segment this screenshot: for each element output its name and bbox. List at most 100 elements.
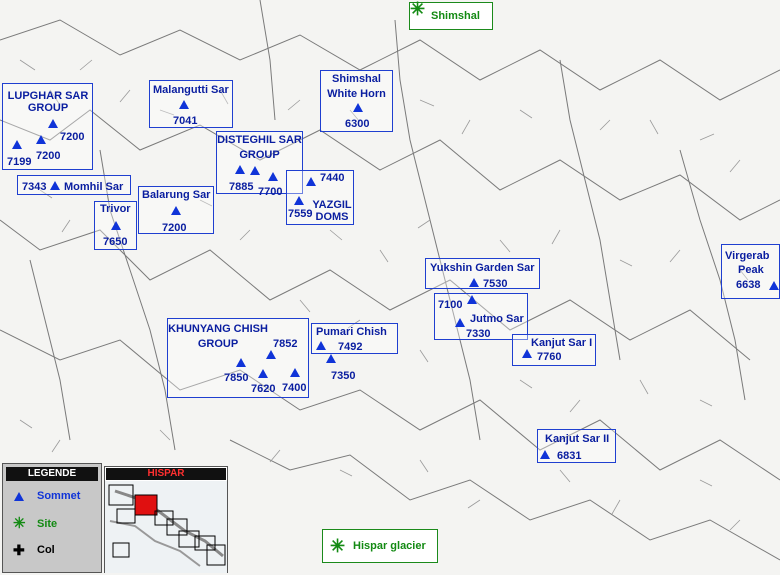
yazgil-name-line1: YAZGIL (312, 199, 352, 211)
lupghar-group-box[interactable] (2, 83, 93, 170)
yazgil-name-line2: DOMS (315, 211, 349, 223)
legend-item-col: Col (37, 544, 55, 556)
summit-triangle-icon (111, 221, 121, 230)
lupghar-alt2: 7199 (7, 156, 32, 168)
summit-triangle-icon (48, 119, 58, 128)
momhil-name: Momhil Sar (64, 181, 124, 193)
malangutti-name: Malangutti Sar (153, 84, 229, 96)
virgerab-name-line2: Peak (738, 264, 764, 276)
trivor-alt: 7650 (103, 236, 128, 248)
disteghil-name-line2: GROUP (239, 149, 280, 161)
disteghil-alt1: 7885 (229, 181, 254, 193)
summit-triangle-icon (316, 341, 326, 350)
khunyang-alt3: 7620 (251, 383, 276, 395)
inset-title: HISPAR (106, 468, 226, 480)
momhil-alt: 7343 (22, 181, 47, 193)
legend-item-summit: Sommet (37, 490, 81, 502)
virgerab-name-line1: Virgerab (725, 250, 770, 262)
yazgil-name: YAZGIL DOMS (312, 199, 352, 223)
legend-panel: LEGENDE Sommet ✳ Site ✚ Col (2, 463, 102, 573)
kanjut2-alt: 6831 (557, 450, 582, 462)
summit-triangle-icon (469, 278, 479, 287)
summit-triangle-icon (171, 206, 181, 215)
malangutti-alt: 7041 (173, 115, 198, 127)
legend-item-site: Site (37, 518, 58, 530)
kanjut2-name: Kanjut Sar II (545, 433, 610, 445)
summit-triangle-icon (306, 177, 316, 186)
site-shimshal-box[interactable] (409, 2, 493, 30)
jutmo-alt1: 7100 (438, 299, 463, 311)
disteghil-name-line1: DISTEGHIL SAR (217, 134, 302, 146)
khunyang-alt2: 7850 (224, 372, 249, 384)
disteghil-group-name: DISTEGHIL SAR GROUP (217, 134, 302, 161)
momhil-box[interactable] (17, 175, 131, 195)
summit-triangle-icon (353, 103, 363, 112)
jutmo-name: Jutmo Sar (470, 313, 524, 325)
site-hispar-glacier-box[interactable] (322, 529, 438, 563)
jutmo-alt2: 7330 (466, 328, 491, 340)
summit-triangle-icon (250, 166, 260, 175)
kanjut2-box[interactable] (537, 429, 616, 463)
yazgil-alt2: 7559 (288, 208, 313, 220)
cross-icon: ✚ (13, 542, 25, 558)
swh-name-line2: White Horn (327, 88, 386, 100)
summit-triangle-icon (235, 165, 245, 174)
summit-triangle-icon (467, 295, 477, 304)
summit-triangle-icon (294, 196, 304, 205)
jutmo-box[interactable] (434, 293, 528, 340)
lupghar-alt1: 7200 (60, 131, 85, 143)
trivor-name: Trivor (100, 203, 131, 215)
swh-name-line1: Shimshal (332, 73, 381, 85)
summit-triangle-icon (258, 369, 268, 378)
khunyang-alt4: 7400 (282, 382, 307, 394)
balarung-name: Balarung Sar (142, 189, 211, 201)
summit-triangle-icon (36, 135, 46, 144)
pumari-name: Pumari Chish (316, 326, 387, 338)
asterisk-icon: ✳ (13, 515, 26, 532)
shimshal-white-horn-box[interactable] (320, 70, 393, 132)
summit-triangle-icon (12, 140, 22, 149)
yazgil-alt1: 7440 (320, 172, 345, 184)
summit-triangle-icon (266, 350, 276, 359)
yukshin-alt: 7530 (483, 278, 508, 290)
balarung-alt: 7200 (162, 222, 187, 234)
lupghar-name-line2: GROUP (27, 102, 69, 114)
disteghil-group-box[interactable] (216, 131, 303, 194)
shimshal-white-horn-name: Shimshal White Horn (321, 73, 392, 100)
khunyang-name-line2: GROUP (197, 338, 239, 350)
summit-triangle-icon (522, 349, 532, 358)
khunyang-group-name: KHUNYANG CHISH GROUP (168, 323, 268, 350)
pumari-alt2: 7350 (331, 370, 356, 382)
triangle-icon (14, 492, 24, 501)
malangutti-box[interactable] (149, 80, 233, 128)
summit-triangle-icon (540, 450, 550, 459)
yukshin-name: Yukshin Garden Sar (430, 262, 535, 274)
pumari-alt1: 7492 (338, 341, 363, 353)
summit-triangle-icon (455, 318, 465, 327)
site-asterisk-icon: ✳ (410, 0, 426, 19)
summit-triangle-icon (769, 281, 779, 290)
summit-triangle-icon (236, 358, 246, 367)
inset-map: HISPAR (104, 466, 228, 573)
virgerab-alt: 6638 (736, 279, 761, 291)
khunyang-name-line1: KHUNYANG CHISH (168, 323, 268, 335)
lupghar-group-name: LUPGHAR SAR GROUP (4, 90, 92, 114)
summit-triangle-icon (290, 368, 300, 377)
inset-map-graphic (105, 481, 227, 573)
site-shimshal-label: Shimshal (431, 10, 480, 22)
lupghar-alt3: 7200 (36, 150, 61, 162)
site-hispar-glacier-label: Hispar glacier (353, 540, 426, 552)
shimshal-white-horn-alt: 6300 (345, 118, 370, 130)
kanjut1-alt: 7760 (537, 351, 562, 363)
kanjut1-name: Kanjut Sar I (531, 337, 593, 349)
summit-triangle-icon (179, 100, 189, 109)
yukshin-box[interactable] (425, 258, 540, 289)
khunyang-alt1: 7852 (273, 338, 298, 350)
lupghar-name-line1: LUPGHAR SAR (7, 90, 89, 102)
summit-triangle-icon (268, 172, 278, 181)
summit-triangle-icon (50, 181, 60, 190)
legend-title: LEGENDE (6, 467, 98, 481)
disteghil-alt2: 7700 (258, 186, 283, 198)
site-asterisk-icon: ✳ (330, 536, 346, 556)
